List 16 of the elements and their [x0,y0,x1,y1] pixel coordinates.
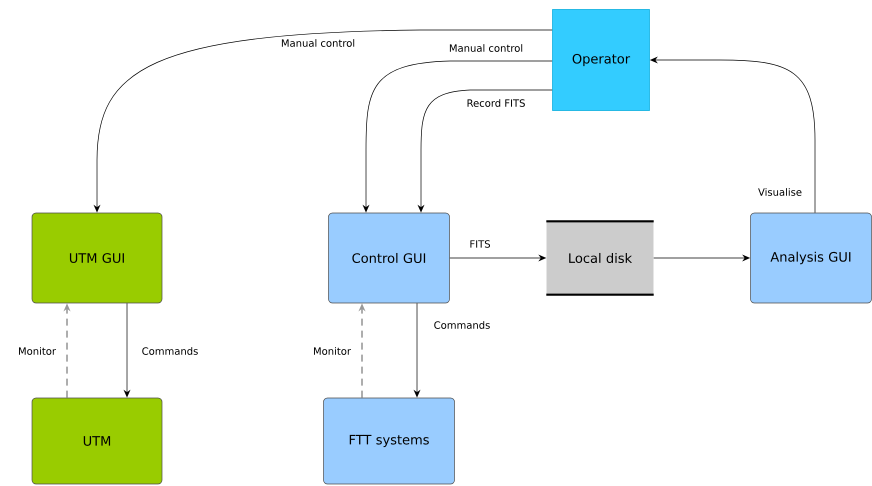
edge-label: Manual control [280,38,356,48]
edge-label: Commands [432,320,492,330]
edge-label: Manual control [448,43,524,53]
process-box: Control GUI [328,212,450,304]
process-box: UTM GUI [32,212,162,304]
edge-label: Record FITS [466,98,526,108]
process-box: UTM [32,398,162,484]
edge-label: Visualise [757,187,803,197]
operator-box: Operator [552,9,650,111]
edge-label: Monitor [17,346,58,356]
process-box: Analysis GUI [750,212,872,304]
edge-label: FITS [468,239,492,249]
storage-box: Local disk [546,220,654,296]
process-box: FTT systems [323,398,455,484]
edge-label: Monitor [312,346,352,356]
edge-label: Commands [140,346,200,356]
